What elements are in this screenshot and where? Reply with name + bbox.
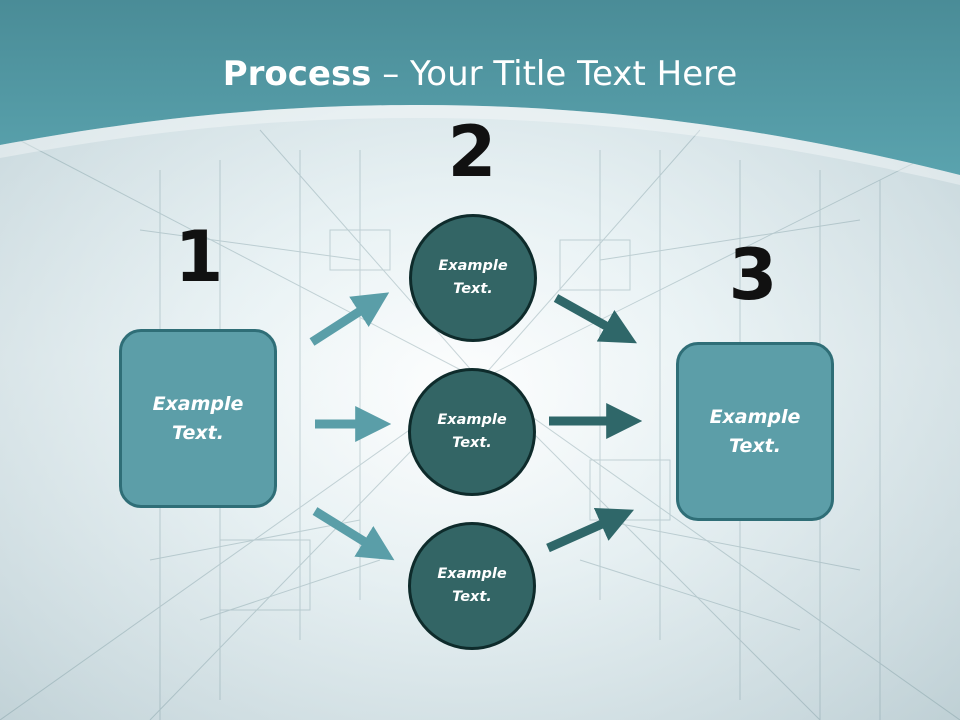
right-step-box: Example Text. [676, 342, 834, 521]
left-step-box: Example Text. [119, 329, 277, 508]
step-number-2: 2 [447, 111, 497, 193]
center-circle-top: Example Text. [409, 214, 537, 342]
left-step-label: Example Text. [152, 392, 244, 444]
arrow-left-top [309, 292, 390, 346]
circle-middle-label: Example Text. [437, 412, 507, 451]
title-bold: Process [222, 54, 372, 94]
title-rest: – Your Title Text Here [371, 54, 738, 94]
header-band [0, 0, 960, 185]
center-circle-bottom: Example Text. [408, 522, 536, 650]
step-number-3: 3 [728, 234, 778, 316]
circle-top-label: Example Text. [438, 258, 508, 297]
step-number-1: 1 [174, 216, 224, 298]
right-step-label: Example Text. [709, 405, 801, 457]
circle-bottom-label: Example Text. [437, 566, 507, 605]
arrow-right-bottom [546, 507, 635, 553]
arrow-left-bottom [312, 507, 395, 561]
arrow-right-top [553, 294, 637, 344]
slide-title: Process – Your Title Text Here [0, 50, 960, 98]
center-circle-middle: Example Text. [408, 368, 536, 496]
